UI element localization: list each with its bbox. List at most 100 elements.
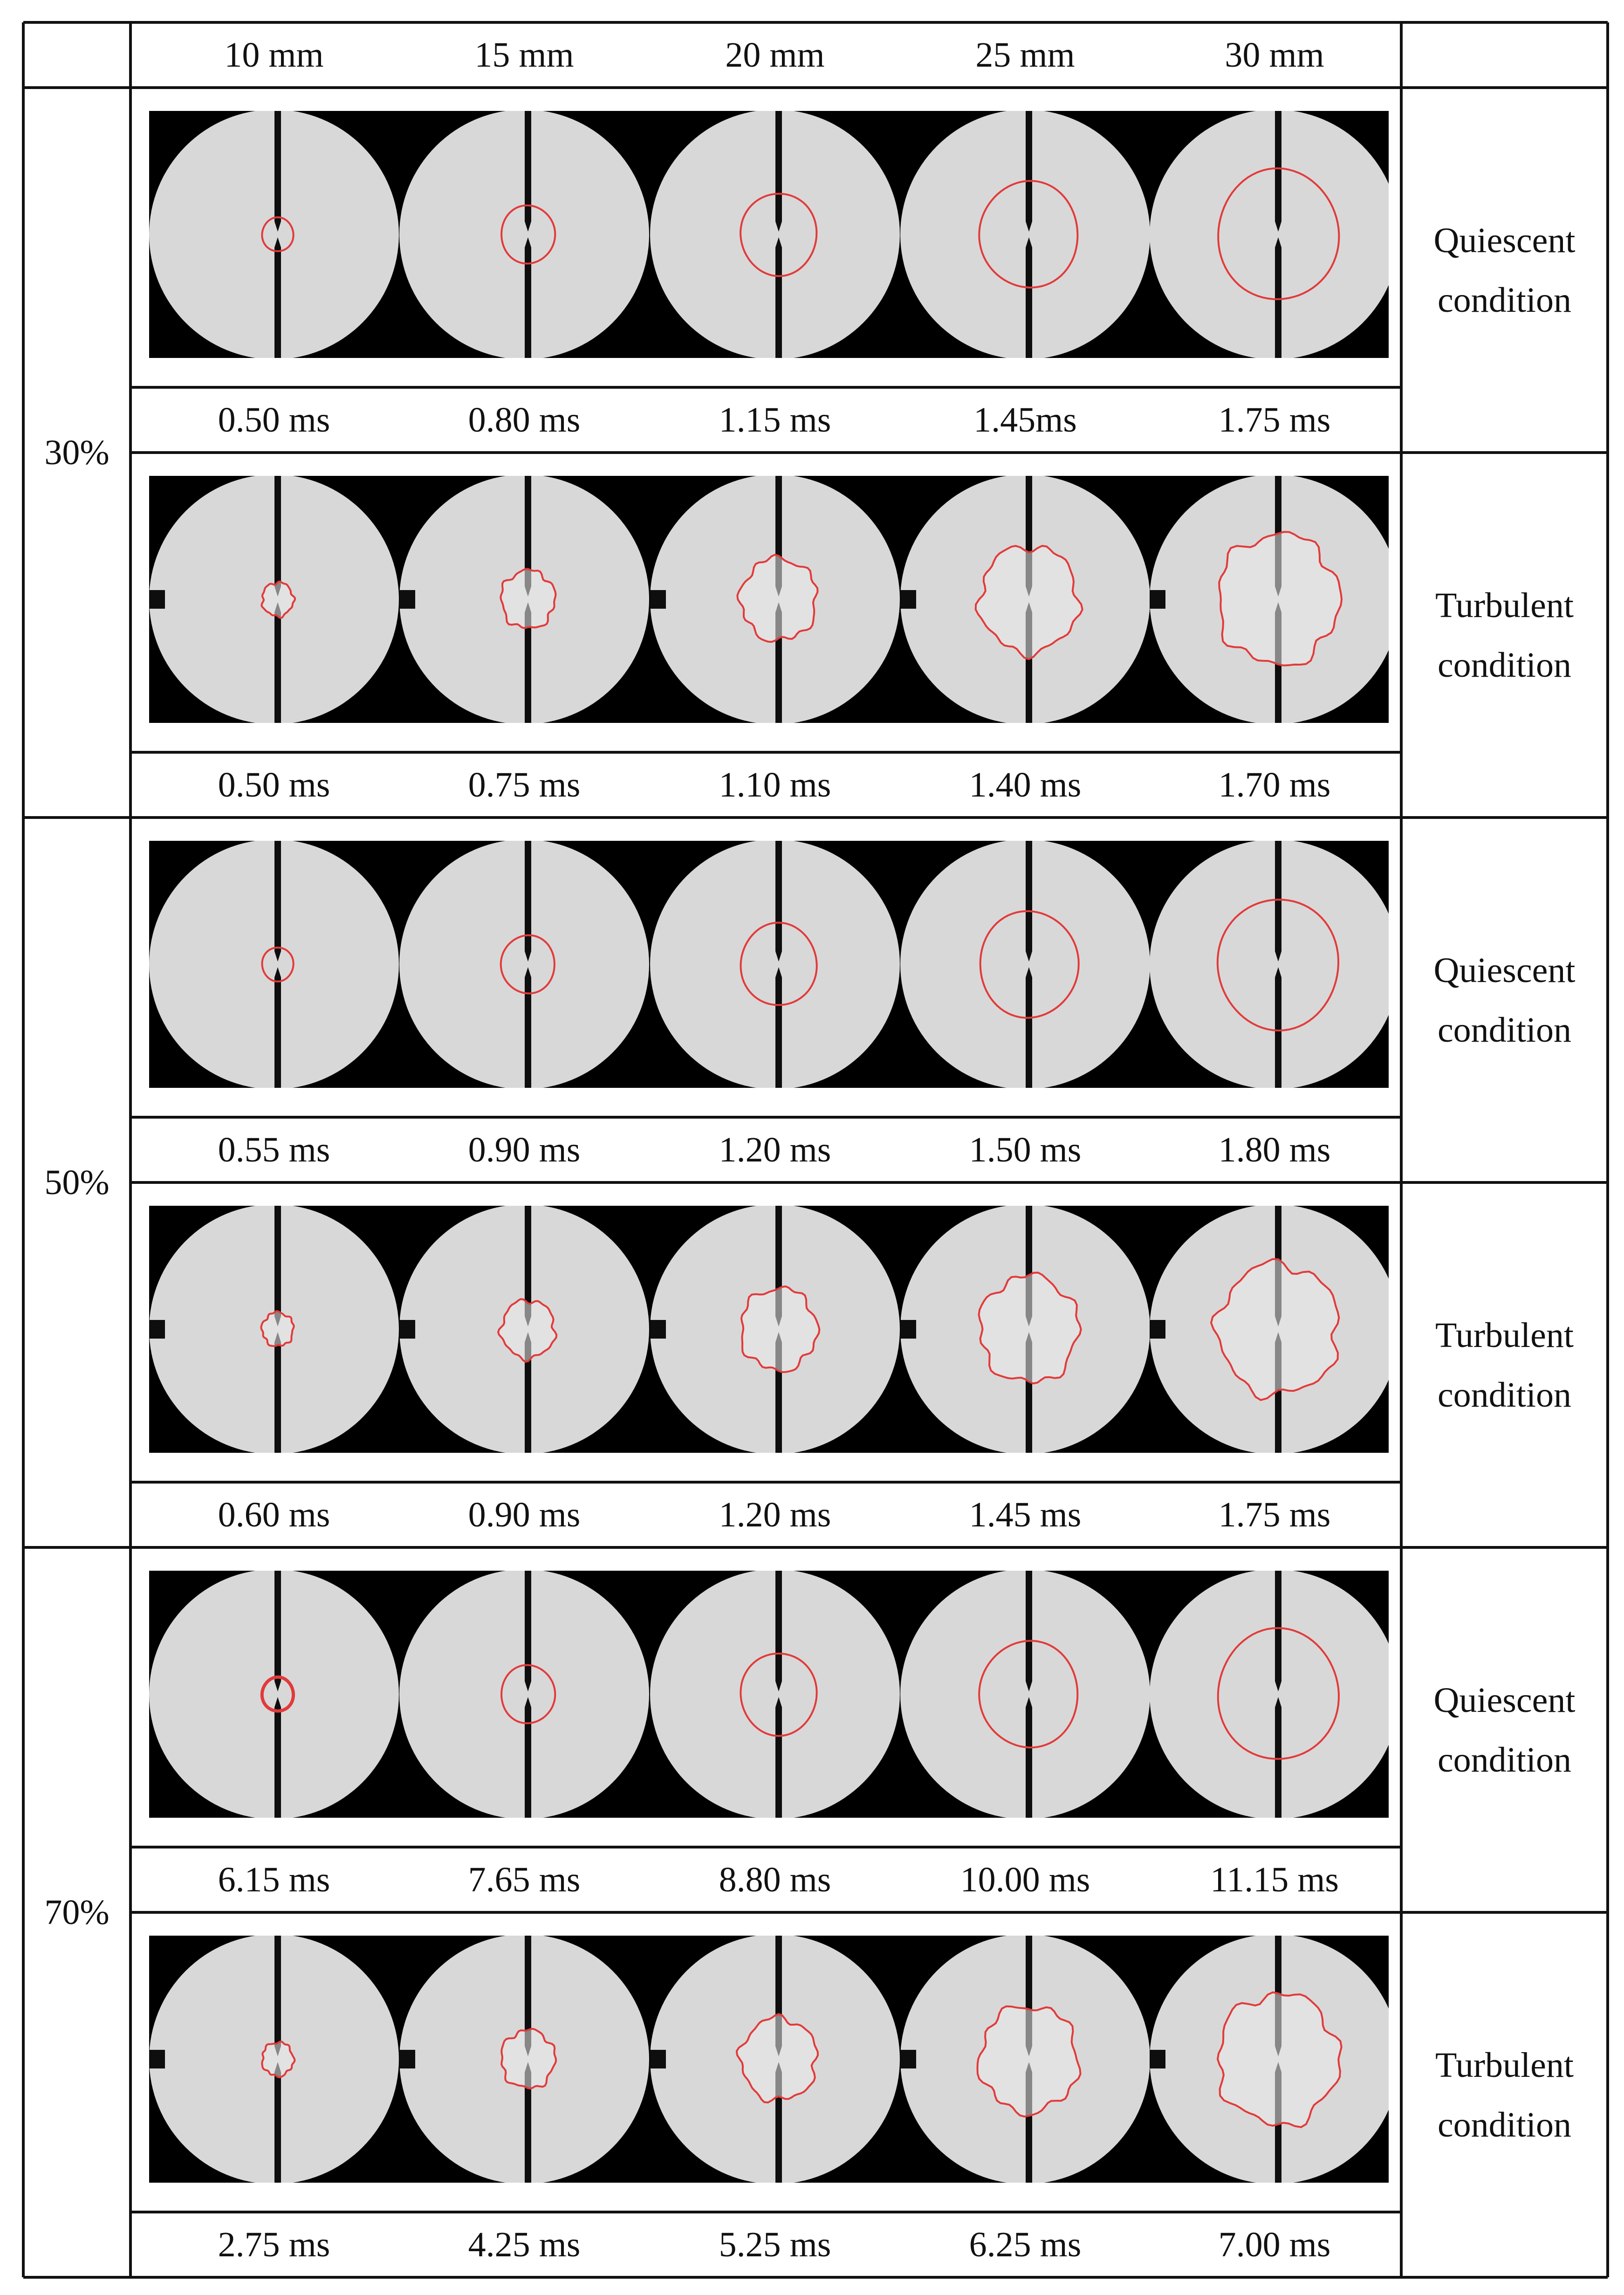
electrode-lower — [525, 1697, 531, 1818]
flame-image-strip-quiescent — [149, 1571, 1389, 1818]
window-disc — [1150, 841, 1389, 1088]
fan-notch — [399, 2050, 415, 2068]
column-header: 15 mm — [474, 35, 574, 75]
flame-front — [500, 2027, 557, 2090]
time-label: 1.50 ms — [969, 1130, 1082, 1169]
time-label: 7.00 ms — [1218, 2225, 1331, 2264]
window-disc — [399, 1571, 649, 1818]
time-label: 0.60 ms — [218, 1495, 330, 1534]
flame-frame — [1150, 111, 1389, 358]
time-label: 10.00 ms — [960, 1860, 1090, 1899]
column-header: 20 mm — [725, 35, 825, 75]
fan-notch — [650, 590, 666, 609]
flame-frame — [399, 476, 649, 723]
flame-frame — [149, 111, 399, 358]
flame-image-strip-turbulent — [149, 1936, 1389, 2183]
window-disc — [900, 111, 1150, 358]
flame-frame — [650, 841, 900, 1088]
flame-front — [261, 2041, 296, 2079]
fan-notch — [1150, 1320, 1165, 1339]
flame-frame — [1150, 1206, 1389, 1453]
flame-front — [978, 1640, 1079, 1749]
window-disc — [149, 841, 399, 1088]
electrode-upper — [525, 1571, 531, 1691]
time-label: 1.40 ms — [969, 765, 1082, 804]
fan-notch — [900, 1320, 916, 1339]
time-label: 6.25 ms — [969, 2225, 1082, 2264]
flame-frame — [900, 841, 1150, 1088]
flame-frame — [900, 1936, 1150, 2183]
condition-label: Turbulent condition — [1435, 1315, 1574, 1415]
electrode-upper — [1275, 841, 1281, 962]
electrode-upper — [1275, 111, 1281, 232]
electrode-lower — [1275, 967, 1281, 1088]
fan-notch — [149, 1320, 165, 1339]
flame-front — [497, 1298, 558, 1363]
electrode-lower — [525, 967, 531, 1088]
electrode-upper — [274, 1206, 281, 1326]
window-disc — [149, 1571, 399, 1818]
flame-front — [1218, 531, 1343, 667]
flame-front — [260, 580, 296, 619]
electrode-lower — [1275, 1697, 1281, 1818]
time-label: 1.70 ms — [1218, 765, 1331, 804]
flame-front — [1217, 1627, 1340, 1760]
column-header: 25 mm — [975, 35, 1075, 75]
fan-notch — [149, 2050, 165, 2068]
time-label: 1.75 ms — [1218, 400, 1331, 440]
fan-notch — [650, 1320, 666, 1339]
electrode-upper — [525, 111, 531, 232]
fan-notch — [650, 2050, 666, 2068]
electrode-lower — [525, 2062, 531, 2183]
fan-notch — [1150, 590, 1165, 609]
electrode-upper — [525, 1936, 531, 2056]
fan-notch — [900, 590, 916, 609]
electrode-lower — [274, 237, 281, 358]
fan-notch — [399, 590, 415, 609]
flame-front — [976, 2005, 1082, 2118]
electrode-upper — [274, 841, 281, 962]
flame-front — [1216, 899, 1340, 1032]
window-disc — [650, 841, 900, 1088]
electrode-upper — [775, 111, 782, 232]
flame-front — [500, 934, 555, 995]
electrode-lower — [1026, 967, 1032, 1088]
flame-frame — [149, 1206, 399, 1453]
window-disc — [1150, 1571, 1389, 1818]
flame-frame — [650, 1936, 900, 2183]
flame-front — [500, 204, 556, 265]
flame-frame — [399, 1571, 649, 1818]
flame-image-strip-quiescent — [149, 111, 1389, 358]
flame-frame — [650, 476, 900, 723]
flame-front — [1217, 167, 1340, 300]
time-label: 1.75 ms — [1218, 1495, 1331, 1534]
electrode-lower — [775, 1697, 782, 1818]
flame-front — [979, 910, 1080, 1019]
flame-front — [261, 946, 295, 983]
fan-notch — [900, 2050, 916, 2068]
fan-notch — [149, 590, 165, 609]
flame-front — [740, 1652, 818, 1737]
time-label: 6.15 ms — [218, 1860, 330, 1899]
time-label: 0.75 ms — [468, 765, 581, 804]
electrode-lower — [274, 967, 281, 1088]
time-label: 0.50 ms — [218, 400, 330, 440]
condition-label: Turbulent condition — [1435, 2045, 1574, 2144]
time-label: 1.20 ms — [719, 1495, 831, 1534]
flame-frame — [1150, 1571, 1389, 1818]
time-label: 1.80 ms — [1218, 1130, 1331, 1169]
flame-frame — [149, 476, 399, 723]
group-label: 50% — [44, 1163, 110, 1202]
group-label: 30% — [44, 433, 110, 472]
window-disc — [650, 111, 900, 358]
electrode-upper — [525, 841, 531, 962]
flame-front — [1216, 1991, 1343, 2128]
flame-front — [974, 545, 1083, 660]
electrode-lower — [1026, 237, 1032, 358]
column-header: 10 mm — [224, 35, 324, 75]
flame-frame — [1150, 476, 1389, 723]
electrode-lower — [274, 1697, 281, 1818]
time-label: 11.15 ms — [1210, 1860, 1339, 1899]
flame-front — [740, 192, 818, 277]
electrode-upper — [1026, 1571, 1032, 1691]
